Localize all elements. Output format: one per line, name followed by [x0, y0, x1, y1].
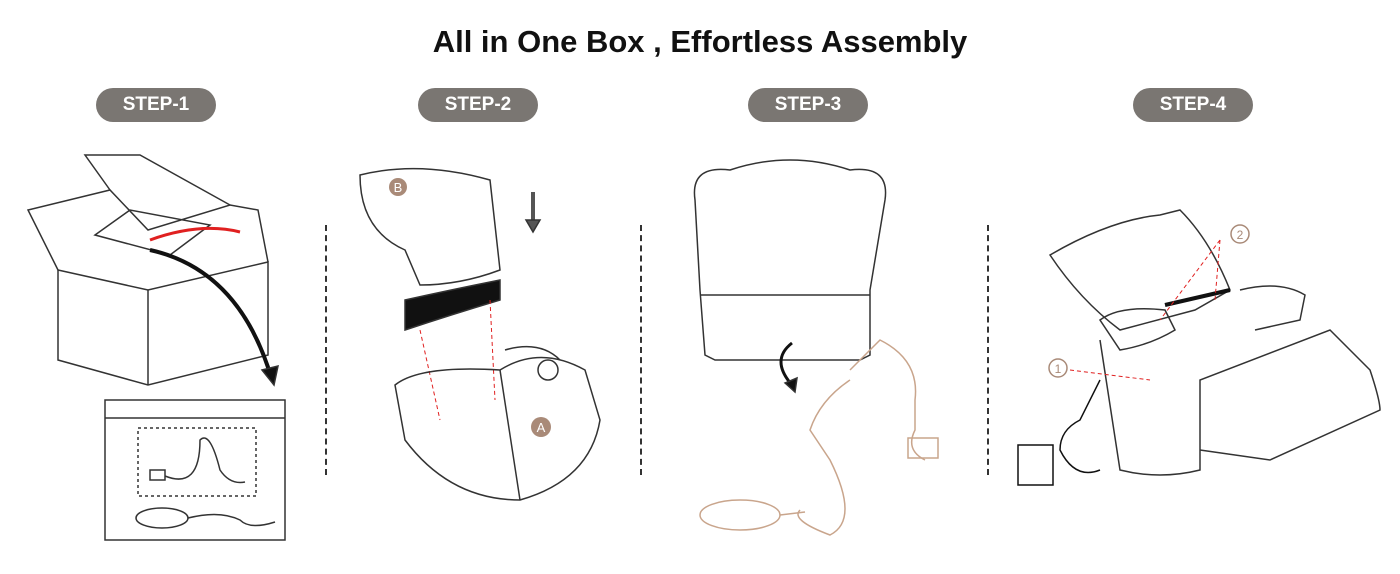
step-2-chair-illustration: B A	[359, 167, 601, 501]
marker-b: B	[394, 180, 403, 195]
step-1-box-illustration	[26, 154, 286, 541]
divider	[325, 225, 327, 475]
marker-2: 2	[1237, 228, 1244, 242]
divider	[640, 225, 642, 475]
step-3-badge: STEP-3	[748, 88, 868, 122]
step-1-badge: STEP-1	[96, 88, 216, 122]
step-3-chair-back-illustration	[693, 159, 939, 536]
step-4-badge: STEP-4	[1133, 88, 1253, 122]
step-2-badge: STEP-2	[418, 88, 538, 122]
step-4-recliner-illustration: 1 2	[1017, 209, 1381, 486]
page-title: All in One Box , Effortless Assembly	[432, 24, 968, 59]
divider	[987, 225, 989, 475]
marker-1: 1	[1055, 362, 1062, 376]
marker-a: A	[537, 420, 546, 435]
